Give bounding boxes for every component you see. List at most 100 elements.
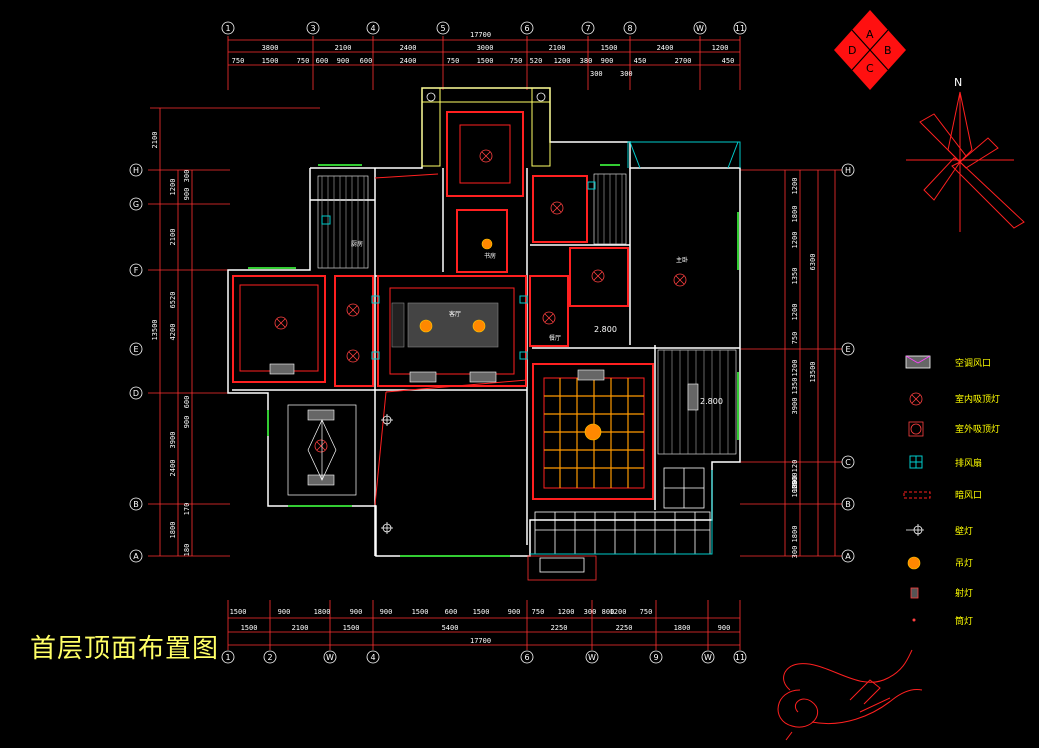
cyan-duct bbox=[530, 470, 713, 555]
bottom-axis-bubble bbox=[701, 650, 715, 664]
bottom-row1-dim: 900 bbox=[278, 608, 291, 616]
ceiling-light-icon bbox=[274, 316, 288, 330]
bottom-axis-bubble bbox=[585, 650, 599, 664]
legend-label-chandelier: 吊灯 bbox=[955, 558, 973, 569]
top-row1-dim: 1200 bbox=[712, 44, 729, 52]
top-row2-dim: 1500 bbox=[477, 57, 494, 65]
top-axis-label: 3 bbox=[310, 24, 315, 33]
legend-label-downlight: 筒灯 bbox=[955, 615, 973, 627]
ceiling-outlines bbox=[232, 111, 654, 506]
bottom-axis-bubble bbox=[221, 650, 235, 664]
top-row2-dim: 900 bbox=[337, 57, 350, 65]
bottom-axis-label: W bbox=[326, 653, 334, 662]
legend-icon-wall-lamp bbox=[906, 524, 924, 536]
grid-ceiling bbox=[544, 378, 644, 488]
bottom-row1-dim: 1500 bbox=[230, 608, 247, 616]
right-inner-dim: 3900 bbox=[791, 398, 799, 415]
right-inner-dim: 1500 bbox=[791, 473, 799, 490]
top-axis-bubble bbox=[581, 21, 595, 35]
portico bbox=[421, 87, 551, 167]
right-outer-dim: 6300 bbox=[809, 254, 817, 271]
bottom-row1-dim: 900 bbox=[350, 608, 363, 616]
right-inner-dim: 1200 bbox=[791, 304, 799, 321]
left-outer-dim: 13500 bbox=[151, 319, 159, 340]
legend-icon-chandelier bbox=[907, 556, 921, 570]
bottom-axis-label: 4 bbox=[370, 653, 375, 662]
ceiling-light-icon bbox=[479, 149, 493, 163]
bottom-axis-label: 1 bbox=[225, 653, 230, 662]
legend-icon-downlight bbox=[912, 618, 916, 622]
bottom-row1-dim: 900 bbox=[380, 608, 393, 616]
right-axis-bubble bbox=[841, 455, 855, 469]
bottom-axis-bubble bbox=[323, 650, 337, 664]
top-axis-label: W bbox=[696, 24, 704, 33]
right-inner-dim: 120 bbox=[791, 460, 799, 473]
top-row1-dim: 2100 bbox=[335, 44, 352, 52]
top-row1-dim: 2100 bbox=[549, 44, 566, 52]
top-row1-dim: 3000 bbox=[477, 44, 494, 52]
wall-lamps bbox=[381, 414, 393, 534]
room-label-study: 书房 bbox=[484, 252, 496, 260]
top-row2-dim: 1200 bbox=[554, 57, 571, 65]
right-inner-dim: 1800 bbox=[791, 476, 799, 493]
bottom-row1-dim: 1500 bbox=[412, 608, 429, 616]
legend-icon-ceiling-light bbox=[909, 392, 923, 406]
top-axis-bubble bbox=[366, 21, 380, 35]
top-row2-dim: 750 bbox=[232, 57, 245, 65]
left-axis-label: A bbox=[133, 552, 139, 561]
top-row1-dim: 1500 bbox=[601, 44, 618, 52]
bottom-axis-bubble bbox=[520, 650, 534, 664]
left-axis-label: B bbox=[133, 500, 139, 509]
room-label-bedroom: 主卧 bbox=[676, 256, 688, 264]
right-dims: 1200180012001350120075012001350390012018… bbox=[791, 178, 817, 559]
left-inner-dim: 600 bbox=[183, 396, 191, 409]
top-axis-label: 1 bbox=[225, 24, 230, 33]
bottom-row2-dim: 2250 bbox=[616, 624, 633, 632]
left-inner-dim: 180 bbox=[183, 544, 191, 557]
left-mid-dim: 3900 bbox=[169, 432, 177, 449]
top-axis-bubble bbox=[221, 21, 235, 35]
legend-icon-ac-vent bbox=[905, 355, 931, 369]
bottom-row1-dim: 750 bbox=[532, 608, 545, 616]
ceiling-light-icon bbox=[673, 273, 687, 287]
room-label-dining: 餐厅 bbox=[549, 334, 561, 342]
bottom-row1-dim: 1200 bbox=[558, 608, 575, 616]
top-row2-dim: 900 bbox=[601, 57, 614, 65]
bottom-row1-dim: 800 bbox=[602, 608, 615, 616]
top-row2-dim: 2700 bbox=[675, 57, 692, 65]
bottom-row2-dim: 2100 bbox=[292, 624, 309, 632]
bottom-axis-label: 2 bbox=[267, 653, 272, 662]
bottom-row1-dim: 300 bbox=[584, 608, 597, 616]
orientation-badge: A B C D bbox=[834, 10, 906, 90]
right-axis-bubble bbox=[841, 342, 855, 356]
right-inner-dim: 1350 bbox=[791, 378, 799, 395]
right-axis-label: A bbox=[845, 552, 851, 561]
legend-icon-outdoor-light bbox=[908, 421, 924, 437]
left-axis-label: G bbox=[133, 200, 139, 209]
left-inner-dim: 300 bbox=[183, 170, 191, 183]
left-axis-bubble bbox=[129, 342, 143, 356]
top-row2-dim: 2400 bbox=[400, 57, 417, 65]
top-row2-dim: 450 bbox=[634, 57, 647, 65]
windows bbox=[248, 164, 739, 557]
bottom-axis-bubble bbox=[366, 650, 380, 664]
bottom-row2-dim: 5400 bbox=[442, 624, 459, 632]
top-axis-label: 8 bbox=[627, 24, 632, 33]
bottom-row1-dim: 750 bbox=[640, 608, 653, 616]
top-axis-label: 5 bbox=[440, 24, 445, 33]
top-row2-dim: 750 bbox=[297, 57, 310, 65]
level-annotation-2: 2.800 bbox=[700, 397, 723, 406]
legend-label-spotlight: 射灯 bbox=[955, 587, 973, 599]
bottom-row1-dim: 1200 bbox=[610, 608, 627, 616]
top-axis-label: 7 bbox=[585, 24, 590, 33]
bottom-axis-label: W bbox=[588, 653, 596, 662]
left-mid-dim: 1800 bbox=[169, 522, 177, 539]
left-axis-label: H bbox=[133, 166, 139, 175]
north-arrow-icon: N bbox=[906, 76, 1025, 232]
legend-icon-exhaust-fan bbox=[909, 455, 923, 469]
room-label-kitchen: 厨房 bbox=[351, 240, 363, 248]
